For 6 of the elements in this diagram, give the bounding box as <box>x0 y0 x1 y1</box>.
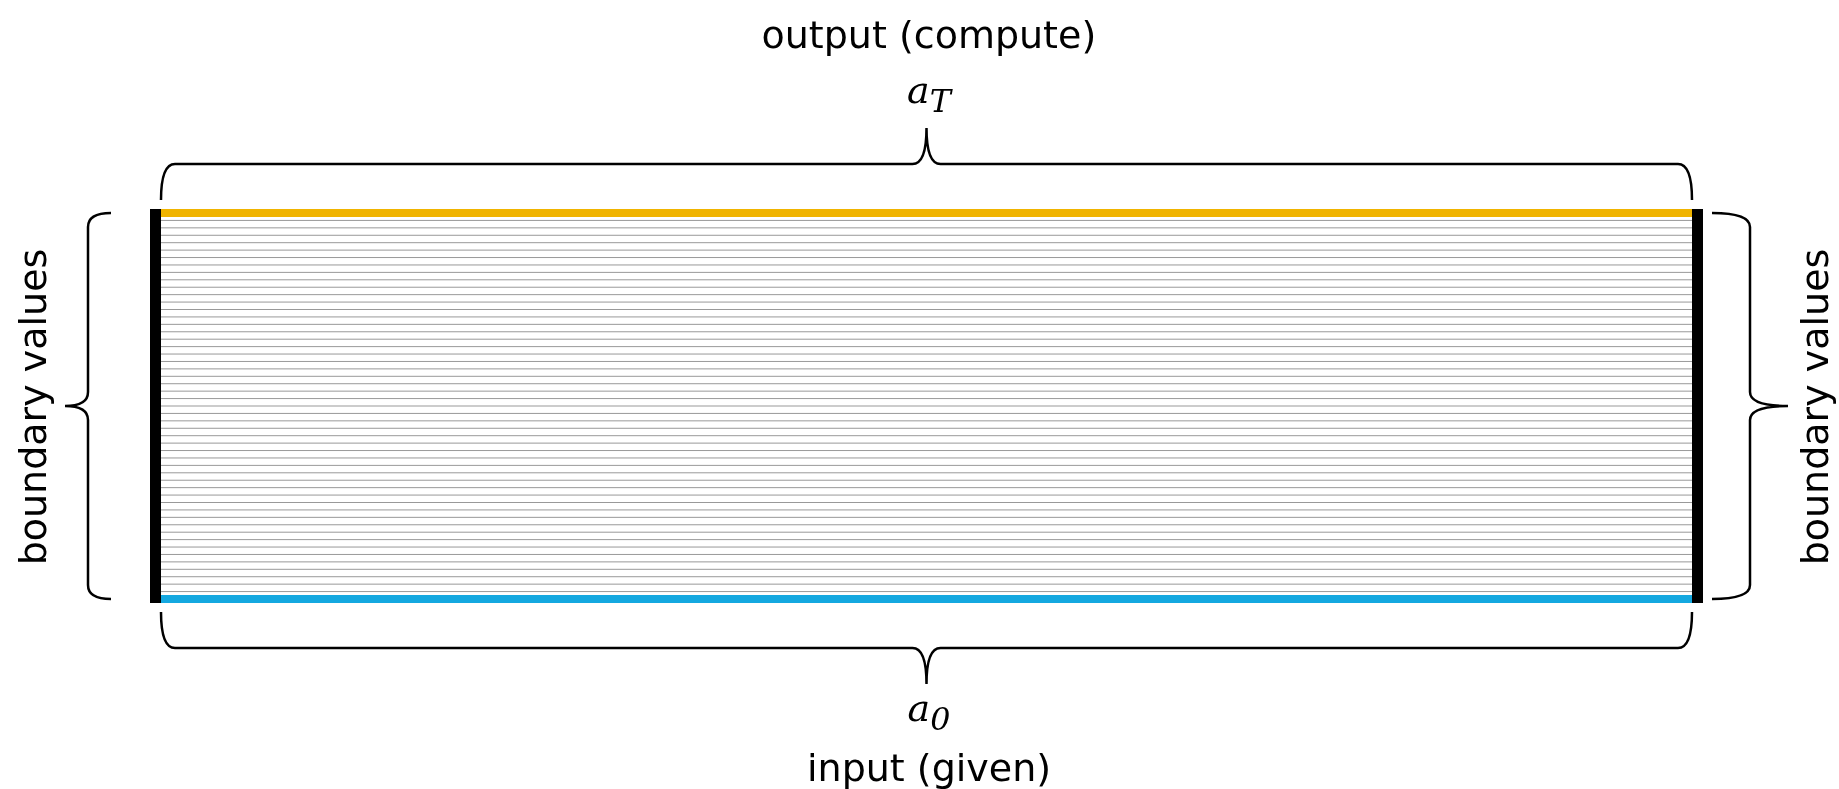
axis-title: boundary values <box>1795 248 1834 566</box>
axis-title: output (compute) <box>761 16 1097 54</box>
axis-title: input (given) <box>807 749 1052 787</box>
math-symbol: a$_{T}$ <box>907 71 951 118</box>
axis-title: boundary values <box>13 248 52 566</box>
math-symbol: a$_{0}$ <box>907 689 951 736</box>
